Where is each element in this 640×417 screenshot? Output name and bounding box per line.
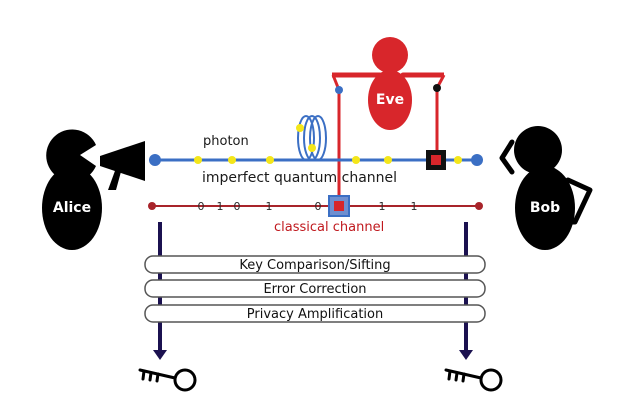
step-box [144, 304, 486, 323]
step-label-error-correction: Error Correction [263, 282, 366, 297]
bit-label: 0 [315, 200, 322, 213]
photon-dot [194, 156, 202, 164]
fiber-coil [297, 115, 327, 161]
classical-channel-label: classical channel [274, 220, 384, 235]
step-box [144, 255, 486, 274]
classical-channel: 0 1 0 1 0 1 1 classical channel [148, 195, 483, 235]
step-label-sifting: Key Comparison/Sifting [239, 258, 390, 273]
photon-dot [296, 124, 304, 132]
eve-body [368, 70, 412, 130]
bob-body [515, 166, 575, 250]
quantum-channel-end [471, 154, 483, 166]
key-icon [444, 368, 503, 392]
post-processing: Key Comparison/Sifting Error Correction … [144, 255, 486, 323]
megaphone-icon [100, 141, 145, 190]
alice-label: Alice [53, 200, 91, 216]
step-box [144, 279, 486, 298]
alice-head [46, 129, 96, 182]
photons [194, 124, 462, 164]
photon-dot [308, 144, 316, 152]
telephone-icon [499, 139, 593, 225]
eve-label: Eve [376, 92, 404, 108]
photon-label: photon [203, 134, 249, 149]
classical-channel-end [475, 202, 483, 210]
alice-body [42, 166, 102, 250]
bob-head [514, 126, 562, 174]
alice-figure: Alice [42, 129, 102, 250]
photon-dot [454, 156, 462, 164]
bit-label: 0 [198, 200, 205, 213]
photon-dot [352, 156, 360, 164]
bit-label: 1 [379, 200, 386, 213]
eve-figure: Eve [331, 37, 446, 198]
quantum-channel: photon imperfect quantum channel [149, 115, 483, 186]
classical-channel-start [148, 202, 156, 210]
photon-dot [266, 156, 274, 164]
key-icon [138, 368, 197, 392]
eve-tap-node [335, 86, 343, 94]
photon-dot [228, 156, 236, 164]
bit-label: 1 [266, 200, 273, 213]
quantum-channel-label: imperfect quantum channel [202, 170, 397, 186]
eve-tap-quantum-node [433, 84, 441, 92]
bit-label: 1 [217, 200, 224, 213]
bob-figure: Bob [514, 126, 575, 250]
step-label-privacy-amplification: Privacy Amplification [247, 307, 383, 322]
eve-head [372, 37, 408, 73]
quantum-channel-start [149, 154, 161, 166]
photon-dot [384, 156, 392, 164]
bit-label: 1 [411, 200, 418, 213]
bit-label: 0 [234, 200, 241, 213]
bob-label: Bob [530, 200, 560, 216]
